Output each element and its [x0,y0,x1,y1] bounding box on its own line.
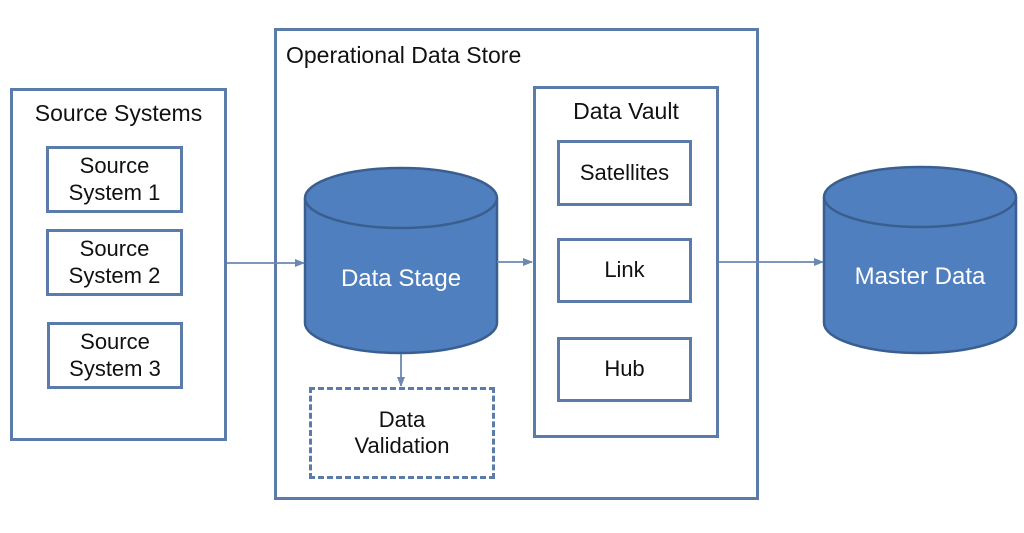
ods-title: Operational Data Store [286,42,522,68]
link-label: Link [604,257,645,283]
source-system-1: Source System 1 [46,146,183,213]
source-system-2-line2: System 2 [68,262,161,288]
source-system-1-line1: Source [79,153,150,179]
source-system-1-line2: System 1 [68,179,161,205]
source-system-3-line2: System 3 [69,355,161,381]
source-systems-title: Source Systems [34,100,203,126]
satellites-label: Satellites [579,159,670,185]
source-system-3-line1: Source [80,329,150,355]
data-stage-cylinder-body [303,198,499,355]
data-vault-title: Data Vault [573,98,679,124]
master-data-label: Master Data [855,263,986,290]
data-validation-line2: Validation [354,433,450,458]
master-data-cylinder-top [822,165,1018,229]
source-system-2: Source System 2 [46,229,183,296]
data-vault-link: Link [557,238,692,303]
data-validation-box: Data Validation [309,387,495,479]
hub-label: Hub [604,356,645,382]
data-stage-cylinder: Data Stage [303,166,499,355]
data-stage-cylinder-top [303,166,499,230]
source-system-2-line1: Source [79,236,150,262]
data-stage-label: Data Stage [341,265,461,292]
data-vault-hub: Hub [557,337,692,402]
master-data-cylinder: Master Data [822,165,1018,355]
data-validation-line1: Data [378,406,426,432]
source-system-3: Source System 3 [47,322,183,389]
master-data-cylinder-body [822,197,1018,355]
data-vault-satellites: Satellites [557,140,692,206]
